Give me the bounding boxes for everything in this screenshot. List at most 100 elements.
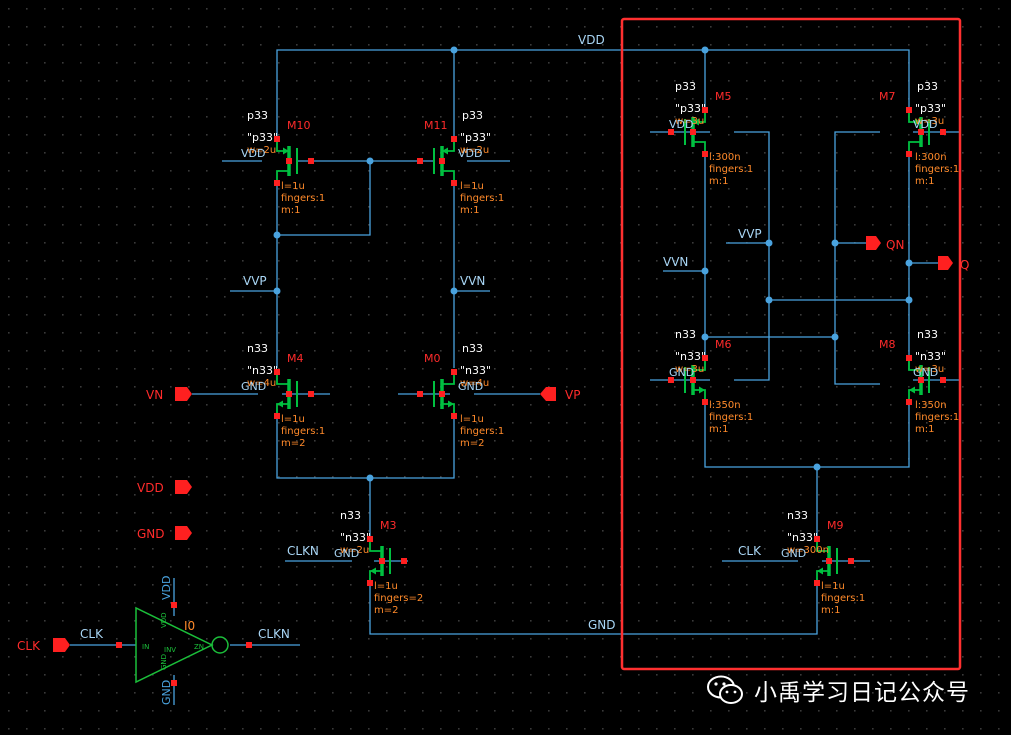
pin-vdd[interactable]: VDD xyxy=(137,480,192,495)
transistor-pin xyxy=(702,151,708,157)
transistor-pin xyxy=(702,107,708,113)
wechat-icon xyxy=(707,675,743,704)
transistor-pin xyxy=(940,129,946,135)
transistor-fingers: fingers:1 xyxy=(460,426,504,437)
pin-clk[interactable]: CLK xyxy=(17,638,70,653)
pin-vn-arrow xyxy=(175,387,192,401)
transistor-pin xyxy=(906,399,912,405)
inverter-in-pin xyxy=(116,642,122,648)
pin-qn[interactable]: QN xyxy=(866,236,904,252)
wire-vdd-rail[interactable] xyxy=(276,49,910,140)
inverter-out-pin xyxy=(246,642,252,648)
pin-vp-label: VP xyxy=(565,388,580,402)
highlight-box xyxy=(620,17,962,671)
junction-dot xyxy=(831,333,839,341)
net-label-vvn-right: VVN xyxy=(663,255,688,269)
transistor-multiplier: m:1 xyxy=(709,176,728,187)
wire-latch-tail[interactable] xyxy=(704,398,910,468)
transistor-multiplier: m=2 xyxy=(460,438,484,449)
transistor-type: "p33" xyxy=(675,102,706,115)
inverter-i0[interactable]: I0 INV IN ZN VDD GND VDD GND xyxy=(116,576,252,705)
transistor-pin xyxy=(274,136,280,142)
junction-dot xyxy=(366,157,374,165)
transistor-name: M3 xyxy=(380,519,397,532)
inverter-bubble xyxy=(211,636,229,654)
transistor-length: l=1u xyxy=(281,414,305,425)
pin-gnd[interactable]: GND xyxy=(137,526,192,541)
transistor-name: M9 xyxy=(827,519,844,532)
transistor-arrow xyxy=(693,118,699,126)
transistor-type: "n33" xyxy=(460,364,491,377)
junction-layer xyxy=(273,46,913,482)
transistor-pin xyxy=(367,536,373,542)
pin-gnd-label: GND xyxy=(137,527,165,541)
transistor-pin xyxy=(690,377,696,383)
transistor-pin xyxy=(814,580,820,586)
inverter-vdd-label: VDD xyxy=(160,576,173,600)
transistor-name: M7 xyxy=(879,90,896,103)
transistor-arrow xyxy=(277,400,283,408)
transistor-arrow xyxy=(370,567,376,575)
pin-q[interactable]: Q xyxy=(938,256,969,272)
transistor-width: w=2u xyxy=(247,145,276,156)
transistor-pin xyxy=(451,136,457,142)
junction-dot xyxy=(701,46,709,54)
transistor-source xyxy=(908,141,921,151)
transistor-drain xyxy=(693,361,706,371)
inverter-gnd-label: GND xyxy=(160,680,173,705)
wire-gnd-rail[interactable] xyxy=(369,578,818,635)
transistor-pin xyxy=(308,158,314,164)
inverter-instance-label: I0 xyxy=(184,619,195,633)
pin-vn-label: VN xyxy=(146,388,163,402)
pin-vn[interactable]: VN xyxy=(146,387,192,402)
transistor-type: "n33" xyxy=(675,350,706,363)
junction-dot xyxy=(701,333,709,341)
transistor-pin xyxy=(906,107,912,113)
wire-tail-node[interactable] xyxy=(276,410,455,479)
pin-q-label: Q xyxy=(960,258,969,272)
inverter-vdd-pin xyxy=(171,602,177,608)
net-label-clk-m9: CLK xyxy=(738,544,762,558)
transistor-body-net: GND xyxy=(781,547,806,560)
transistor-arrow xyxy=(442,147,448,155)
transistor-length: l:350n xyxy=(915,400,947,411)
pin-clk-arrow xyxy=(53,638,70,652)
net-label-vvn: VVN xyxy=(460,274,485,288)
transistor-source xyxy=(276,170,289,180)
transistor-name: M8 xyxy=(879,338,896,351)
transistor-width: w=4u xyxy=(460,378,489,389)
device-layer: M10p33"p33"w=2ul=1ufingers:1m:1VDDM11p33… xyxy=(241,80,959,616)
transistor-model: n33 xyxy=(247,342,268,355)
transistor-drain xyxy=(816,542,829,552)
pin-vp[interactable]: VP xyxy=(540,387,580,402)
transistor-arrow xyxy=(283,147,289,155)
transistor-body-net: GND xyxy=(334,547,359,560)
transistor-name: M0 xyxy=(424,352,441,365)
wire-m10-diode[interactable] xyxy=(277,161,371,236)
transistor-model: p33 xyxy=(675,80,696,93)
transistor-pin xyxy=(668,377,674,383)
transistor-body-net: GND xyxy=(669,366,694,379)
junction-dot xyxy=(366,474,374,482)
transistor-length: l:300n xyxy=(915,152,947,163)
net-label-clk: CLK xyxy=(80,627,104,641)
junction-dot xyxy=(905,259,913,267)
net-label-vdd: VDD xyxy=(578,33,605,47)
transistor-body-net: VDD xyxy=(241,147,265,160)
pin-vp-arrow xyxy=(540,387,556,401)
wire-m5-gate[interactable] xyxy=(734,131,770,381)
transistor-fingers: fingers:1 xyxy=(281,193,325,204)
inverter-out-label: ZN xyxy=(194,643,204,651)
wire-m7-gate[interactable] xyxy=(834,131,880,385)
transistor-name: M10 xyxy=(287,119,311,132)
